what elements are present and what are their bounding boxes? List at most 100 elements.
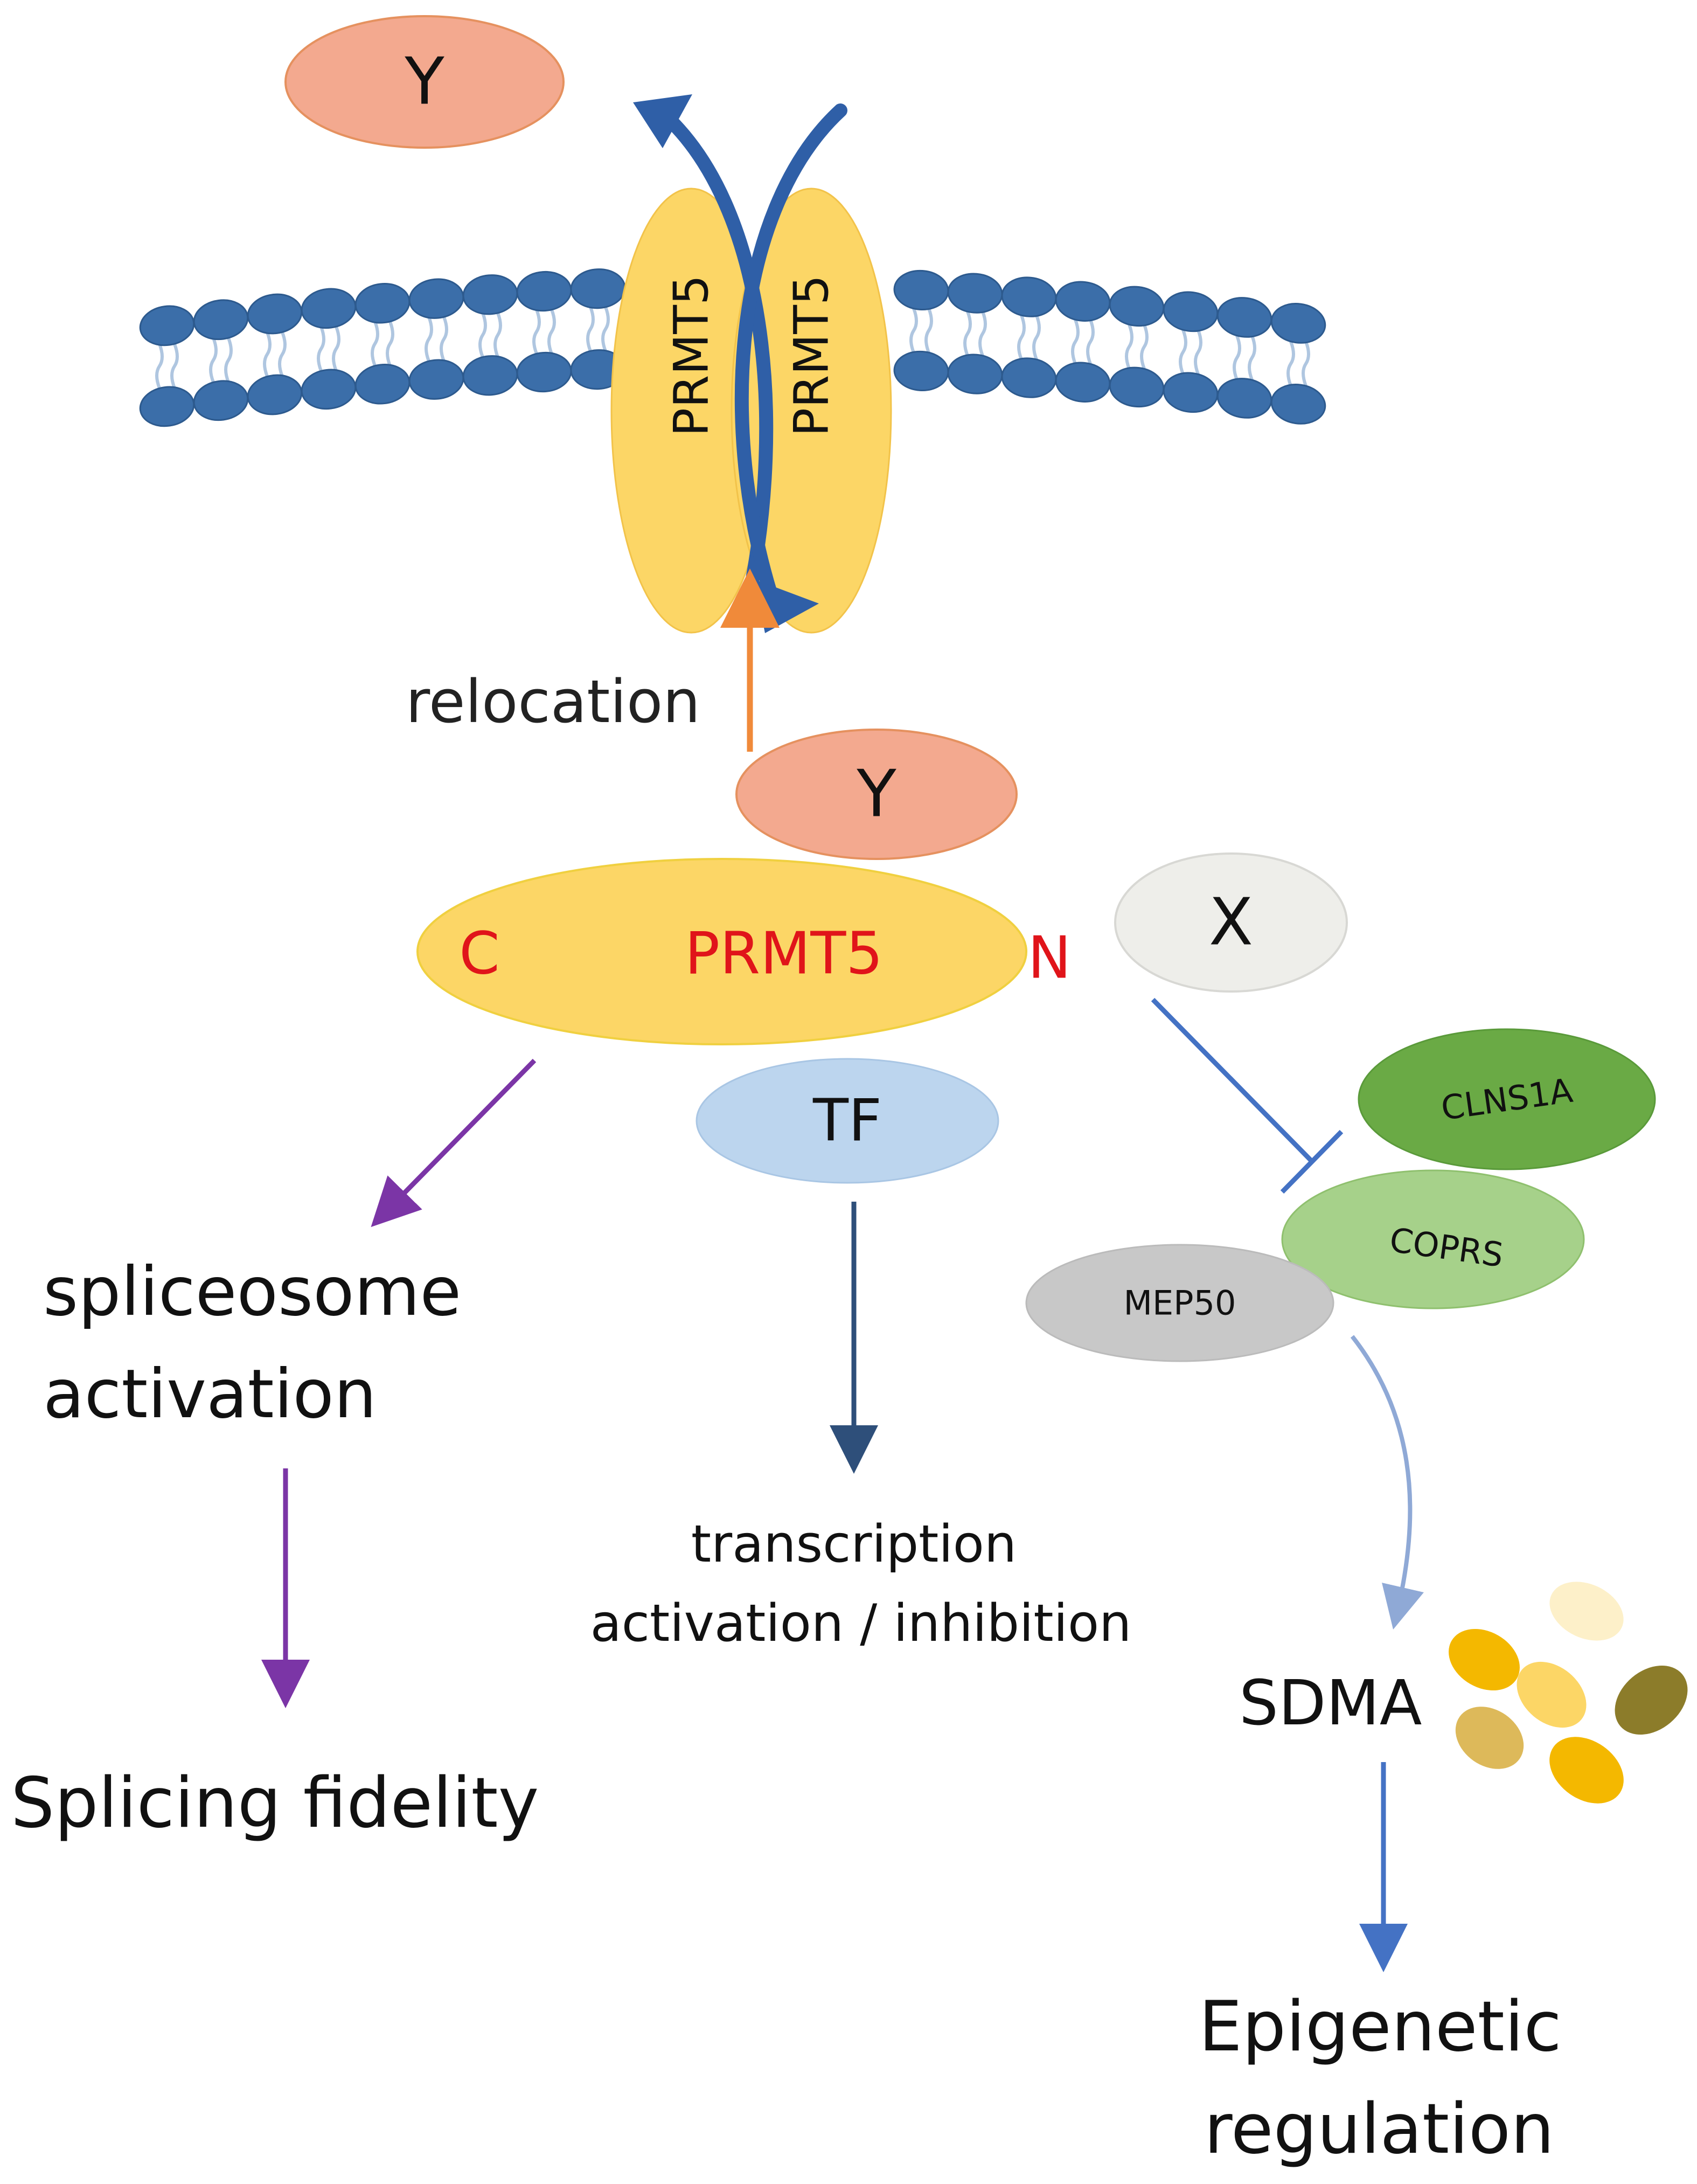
lipid-head	[1109, 286, 1165, 327]
spliceosome-arrow	[371, 1058, 537, 1228]
x-protein	[1114, 852, 1348, 993]
lipid-head	[893, 350, 949, 391]
sdma-arrow	[1350, 1335, 1424, 1630]
epigenetic-label-line1: Epigenetic	[1199, 1987, 1562, 2067]
lipid-head	[247, 293, 303, 335]
inhibition-bar	[1280, 1129, 1344, 1194]
lipid-tail	[1071, 319, 1080, 365]
lipid-head	[408, 278, 464, 319]
lipid-tail	[1140, 324, 1149, 370]
lipid-tail	[1032, 315, 1041, 360]
lipid-tail	[278, 331, 287, 377]
lipid-tail	[170, 343, 179, 389]
lipid-tail	[963, 311, 972, 357]
lipid-tail	[1017, 315, 1026, 360]
lipid-tail	[478, 312, 487, 358]
lipid-tail	[425, 316, 433, 362]
lipid-tail	[532, 309, 541, 355]
mep50-label: MEP50	[1124, 1284, 1236, 1323]
lipid-head	[1163, 372, 1219, 413]
lipid-tail	[978, 311, 987, 357]
mep50-protein	[1025, 1244, 1334, 1362]
lipid-tail	[909, 308, 918, 353]
lipid-head	[947, 353, 1003, 394]
tf-protein-label: TF	[812, 1087, 882, 1155]
lipid-head	[1109, 366, 1165, 408]
x-protein-label: X	[1209, 885, 1253, 960]
lipid-tail	[386, 321, 394, 366]
spliceosome-label-line2: activation	[43, 1355, 377, 1433]
membrane-prmt5-right-label: PRMT5	[784, 275, 839, 436]
lipid-head	[1270, 384, 1326, 425]
y-protein-free	[284, 15, 565, 149]
lipid-head	[1055, 362, 1111, 403]
sdma-particle	[1449, 1628, 1520, 1691]
inhibition-line	[1151, 997, 1314, 1163]
lipid-tail	[924, 308, 933, 353]
cell-membrane	[139, 268, 1326, 427]
epigenetic-label-line2: regulation	[1204, 2089, 1554, 2169]
lipid-head	[462, 274, 518, 315]
sdma-particle	[1517, 1661, 1587, 1728]
lipid-head	[1055, 281, 1111, 322]
lipid-tail	[317, 326, 325, 372]
lipid-tail	[1302, 341, 1310, 387]
lipid-tail	[547, 309, 556, 355]
lipid-head	[462, 355, 518, 396]
lipid-tail	[155, 343, 164, 389]
lipid-head	[570, 268, 626, 309]
lipid-tail	[1086, 319, 1095, 365]
sdma-particle	[1549, 1582, 1624, 1641]
channel-arrow-right	[734, 103, 847, 600]
membrane-prmt5-left-label: PRMT5	[664, 275, 719, 436]
lipid-head	[516, 351, 572, 393]
clns1a-protein	[1358, 1028, 1656, 1170]
splicing-fidelity-label: Splicing fidelity	[11, 1763, 539, 1843]
lipid-tail	[1286, 341, 1295, 387]
y-protein-free-label: Y	[404, 45, 444, 120]
lipid-head	[1001, 276, 1057, 317]
lipid-head	[193, 380, 249, 421]
lipid-head	[301, 369, 357, 410]
membrane-prmt5-right	[731, 188, 892, 634]
tf-protein	[696, 1058, 999, 1184]
lipid-tail	[1125, 324, 1133, 370]
channel-arrow-left-tip	[633, 94, 692, 148]
transcription-label-line1: transcription	[691, 1515, 1017, 1574]
lipid-tail	[209, 337, 218, 383]
lipid-tail	[440, 316, 448, 362]
lipid-head	[893, 269, 949, 310]
spliceosome-label-line1: spliceosome	[43, 1253, 461, 1331]
lipid-tail	[1194, 329, 1202, 375]
lipid-tail	[1248, 335, 1256, 381]
lipid-head	[947, 273, 1003, 314]
lipid-tail	[371, 321, 379, 366]
lipid-tail	[332, 326, 340, 372]
lipid-head	[354, 283, 411, 324]
lipid-head	[139, 386, 195, 427]
lipid-head	[408, 359, 464, 400]
lipid-head	[1216, 378, 1272, 419]
c-terminus-label: C	[459, 920, 499, 988]
lipid-head	[1216, 297, 1272, 338]
n-terminus-label: N	[1028, 925, 1072, 992]
relocation-label: relocation	[406, 667, 700, 736]
prmt5-core-label: PRMT5	[685, 920, 883, 988]
lipid-tail	[263, 331, 272, 377]
lipid-tail	[586, 306, 595, 352]
sdma-particles	[1449, 1582, 1688, 1804]
lipid-tail	[224, 337, 233, 383]
coprs-protein	[1281, 1169, 1585, 1309]
lipid-head	[247, 374, 303, 415]
lipid-head	[139, 305, 195, 346]
lipid-tail	[493, 312, 502, 358]
y-protein-bound	[735, 729, 1018, 860]
transcription-label-line2: activation / inhibition	[590, 1594, 1132, 1653]
sdma-label: SDMA	[1239, 1667, 1422, 1739]
sdma-particle	[1455, 1707, 1524, 1769]
lipid-head	[354, 364, 411, 405]
channel-arrow-left	[656, 106, 774, 605]
lipid-head	[193, 299, 249, 341]
membrane-prmt5-dimer: PRMT5 PRMT5	[610, 188, 892, 634]
lipid-head	[1163, 291, 1219, 332]
